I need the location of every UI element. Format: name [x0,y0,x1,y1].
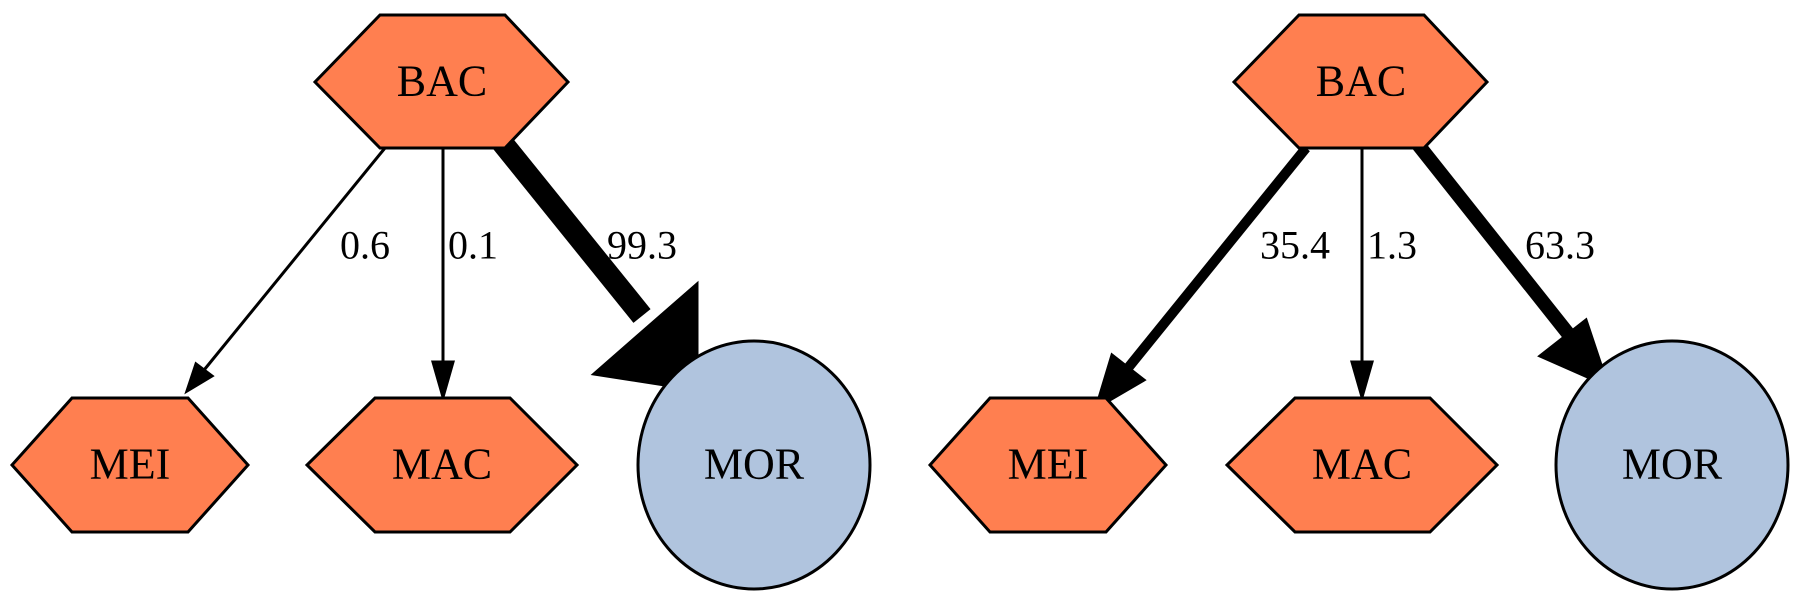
edge-label-bac-mac: 0.1 [448,223,498,268]
node-mei: MEI [9,396,251,534]
graph-2: 35.4 1.3 63.3 BAC MEI MAC [927,13,1790,591]
edge-label-bac-mor: 99.3 [607,223,677,268]
edge-label-bac-mac: 1.3 [1367,223,1417,268]
edge-bac-mei [1093,144,1310,412]
node-bac: BAC [312,13,571,150]
circle-icon [1554,339,1790,591]
hexagon-icon [312,13,571,150]
arrowhead-icon [590,280,699,392]
node-mei: MEI [927,396,1169,534]
edge-label-bac-mei: 35.4 [1260,223,1330,268]
edge-bac-mac [1350,148,1374,403]
edge-bac-mor [491,133,699,392]
edge-line [1410,137,1576,341]
edge-line [1124,144,1310,372]
node-mac: MAC [1224,396,1500,534]
node-label: MEI [90,440,171,489]
node-label: MEI [1008,440,1089,489]
circle-icon [636,339,872,591]
graph-1: 0.6 0.1 99.3 BAC MEI MAC [9,13,872,591]
node-label: MAC [1312,440,1412,489]
edge-line [198,147,387,376]
hexagon-icon [1231,13,1490,150]
arrowhead-icon [184,361,215,395]
node-label: MOR [1622,440,1723,489]
edge-label-bac-mor: 63.3 [1525,223,1595,268]
hexagon-icon [1224,396,1500,534]
hexagon-icon [304,396,580,534]
node-mor: MOR [636,339,872,591]
node-label: MOR [704,440,805,489]
node-bac: BAC [1231,13,1490,150]
node-mor: MOR [1554,339,1790,591]
arrowhead-icon [1093,352,1147,412]
edge-bac-mei [184,147,387,395]
hexagon-icon [927,396,1169,534]
node-mac: MAC [304,396,580,534]
arrowhead-icon [1537,317,1611,389]
arrowhead-icon [1350,360,1374,403]
node-label: BAC [397,57,487,106]
edge-line [491,133,651,323]
edge-bac-mor [1410,137,1611,389]
node-label: BAC [1316,57,1406,106]
node-label: MAC [392,440,492,489]
arrowhead-icon [431,360,455,403]
hexagon-icon [9,396,251,534]
edge-label-bac-mei: 0.6 [340,223,390,268]
edge-bac-mac [431,148,455,403]
